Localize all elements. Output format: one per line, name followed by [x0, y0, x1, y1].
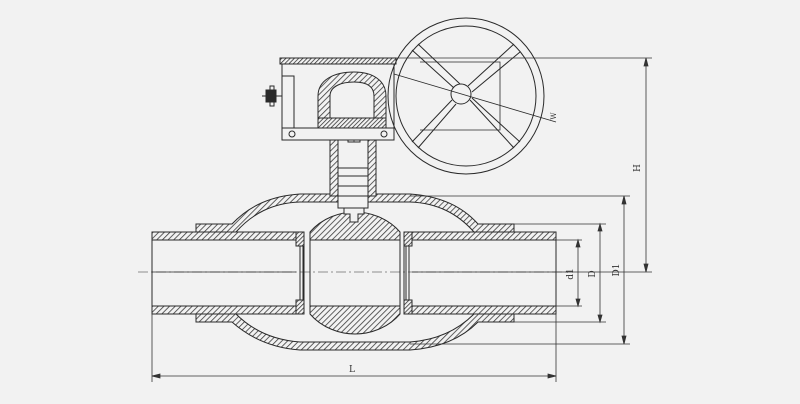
handwheel-spokes	[411, 43, 521, 149]
gearbox-side-plate	[281, 75, 295, 129]
handwheel-rim-outer	[387, 17, 545, 175]
dim-H-label: H	[633, 164, 643, 172]
dim-L-label: L	[349, 365, 355, 375]
gearbox	[262, 57, 397, 141]
handwheel-rim-inner	[395, 25, 537, 167]
pipe-left	[151, 231, 297, 315]
ball	[309, 211, 401, 335]
dim-D1-label: D1	[612, 264, 622, 277]
seat-left	[295, 231, 305, 315]
pipe-right	[411, 231, 557, 315]
stem-tip	[343, 207, 365, 223]
stem	[329, 83, 377, 223]
pipe-right-wall-top	[411, 231, 557, 241]
pipe-left-wall-bottom	[151, 305, 297, 315]
dim-D-label: D	[588, 270, 598, 277]
handwheel-diameter-leader	[393, 73, 557, 123]
seat-right	[403, 231, 413, 315]
pipe-left-wall-top	[151, 231, 297, 241]
dimension-lines	[151, 57, 652, 382]
pipe-right-wall-bottom	[411, 305, 557, 315]
handwheel-diameter-label: W	[550, 112, 558, 120]
ball-hatched-bottom	[309, 305, 401, 335]
dim-d1-label: d1	[566, 268, 576, 280]
handwheel-icon	[387, 17, 557, 175]
